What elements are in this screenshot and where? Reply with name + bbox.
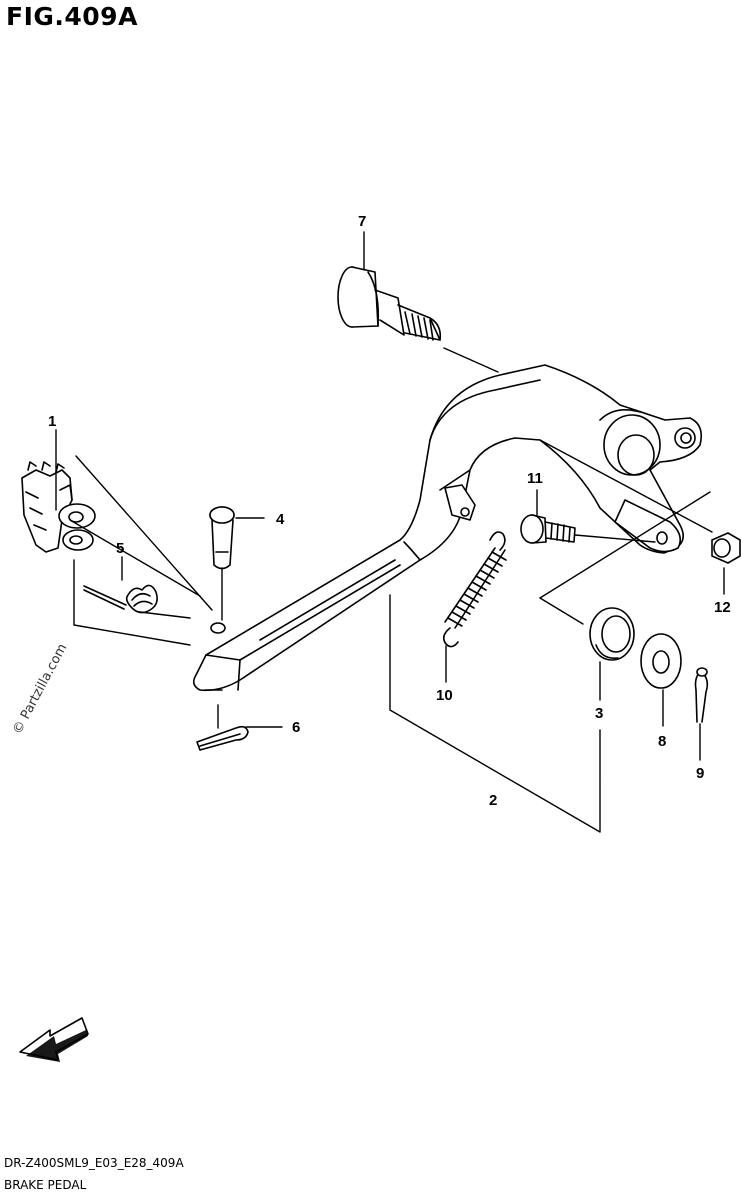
part-1-pedal-tip[interactable] — [21, 461, 96, 553]
part-3-dust-seal[interactable] — [589, 607, 635, 661]
callout-10: 10 — [436, 687, 453, 704]
callout-5: 5 — [116, 540, 124, 557]
callout-labels: 7 1 4 5 11 12 10 3 6 8 9 2 — [48, 213, 731, 809]
part-2-brake-pedal[interactable] — [192, 364, 703, 692]
fwd-arrow-icon: FWD — [19, 1017, 89, 1062]
part-12-nut[interactable] — [711, 532, 741, 564]
callout-4: 4 — [276, 511, 285, 528]
callout-6: 6 — [292, 719, 300, 736]
callout-1: 1 — [48, 413, 56, 430]
part-8-washer[interactable] — [640, 633, 682, 689]
figure-title: FIG.409A — [6, 2, 138, 31]
callout-12: 12 — [714, 599, 731, 616]
part-7-pivot-bolt[interactable] — [337, 266, 442, 341]
part-5-torsion-spring[interactable] — [83, 584, 191, 619]
callout-8: 8 — [658, 733, 666, 750]
callout-2: 2 — [489, 792, 497, 809]
callout-9: 9 — [696, 765, 704, 782]
diagram-code: DR-Z400SML9_E03_E28_409A — [4, 1156, 184, 1170]
callout-11: 11 — [527, 470, 543, 487]
part-9-cotter-pin[interactable] — [694, 667, 709, 723]
part-6-cotter-pin[interactable] — [196, 725, 249, 751]
callout-7: 7 — [358, 213, 366, 230]
part-10-return-spring[interactable] — [442, 531, 507, 648]
callout-3: 3 — [595, 705, 603, 722]
part-11-bolt[interactable] — [520, 514, 576, 544]
part-4-clevis-pin[interactable] — [209, 506, 235, 570]
diagram-name: BRAKE PEDAL — [4, 1178, 87, 1192]
leader-lines — [55, 231, 725, 833]
